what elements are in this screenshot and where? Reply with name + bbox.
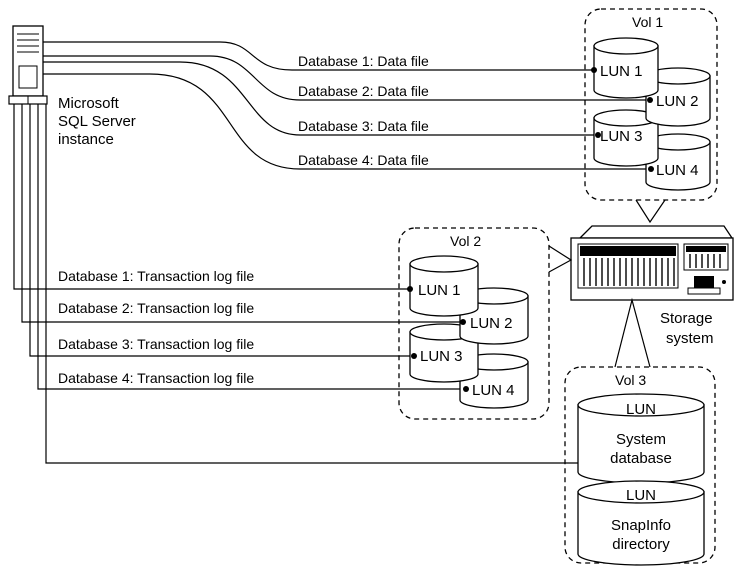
data-file-label-3: Database 3: Data file <box>298 118 429 134</box>
log-file-wires <box>13 104 596 464</box>
vol3-lun-1-title: LUN <box>626 401 656 418</box>
vol1-boundary <box>584 8 718 201</box>
vol1-lun-4-cylinder <box>645 133 711 191</box>
vol1-lun-3-cylinder <box>593 109 659 167</box>
vol3-lun-1-line-1: System <box>616 431 666 448</box>
log-file-label-4: Database 4: Transaction log file <box>58 370 254 386</box>
vol1-label: Vol 1 <box>632 14 663 30</box>
vol2-label: Vol 2 <box>450 233 481 249</box>
vol1-lun-2-cylinder <box>645 67 711 127</box>
data-file-wires <box>43 41 651 170</box>
storage-label-line-1: Storage <box>660 310 713 327</box>
vol2-lun-4-label: LUN 4 <box>472 382 515 399</box>
log-file-label-1: Database 1: Transaction log file <box>58 268 254 284</box>
volume-connectors <box>548 199 666 368</box>
storage-label-line-2: system <box>666 330 714 347</box>
vol3-lun-1-line-2: database <box>610 450 672 467</box>
storage-system-icon <box>570 225 734 301</box>
vol1-lun-4-label: LUN 4 <box>656 162 699 179</box>
server-label-line-3: instance <box>58 131 114 148</box>
vol2-lun-1-cylinder <box>409 255 479 317</box>
vol3-lun-2-line-1: SnapInfo <box>611 517 671 534</box>
server-label-line-2: SQL Server <box>58 113 136 130</box>
vol1-lun-2-label: LUN 2 <box>656 93 699 110</box>
log-file-label-3: Database 3: Transaction log file <box>58 336 254 352</box>
log-file-label-2: Database 2: Transaction log file <box>58 300 254 316</box>
vol3-lun-2-line-2: directory <box>612 536 670 553</box>
vol1-lun-1-label: LUN 1 <box>600 63 643 80</box>
vol3-system-database-cylinder <box>577 393 705 484</box>
data-file-label-4: Database 4: Data file <box>298 152 429 168</box>
vol2-lun-2-label: LUN 2 <box>470 315 513 332</box>
vol1-lun-1-cylinder <box>593 37 659 99</box>
server-label-line-1: Microsoft <box>58 95 120 112</box>
vol2-lun-1-label: LUN 1 <box>418 282 461 299</box>
vol3-lun-2-title: LUN <box>626 487 656 504</box>
data-file-label-1: Database 1: Data file <box>298 53 429 69</box>
vol3-label: Vol 3 <box>615 372 646 388</box>
vol1-lun-3-label: LUN 3 <box>600 128 643 145</box>
vol2-boundary <box>398 227 550 420</box>
vol2-lun-3-label: LUN 3 <box>420 348 463 365</box>
data-file-label-2: Database 2: Data file <box>298 83 429 99</box>
sql-server-icon <box>8 25 48 105</box>
vol3-snapinfo-directory-cylinder <box>577 480 705 566</box>
